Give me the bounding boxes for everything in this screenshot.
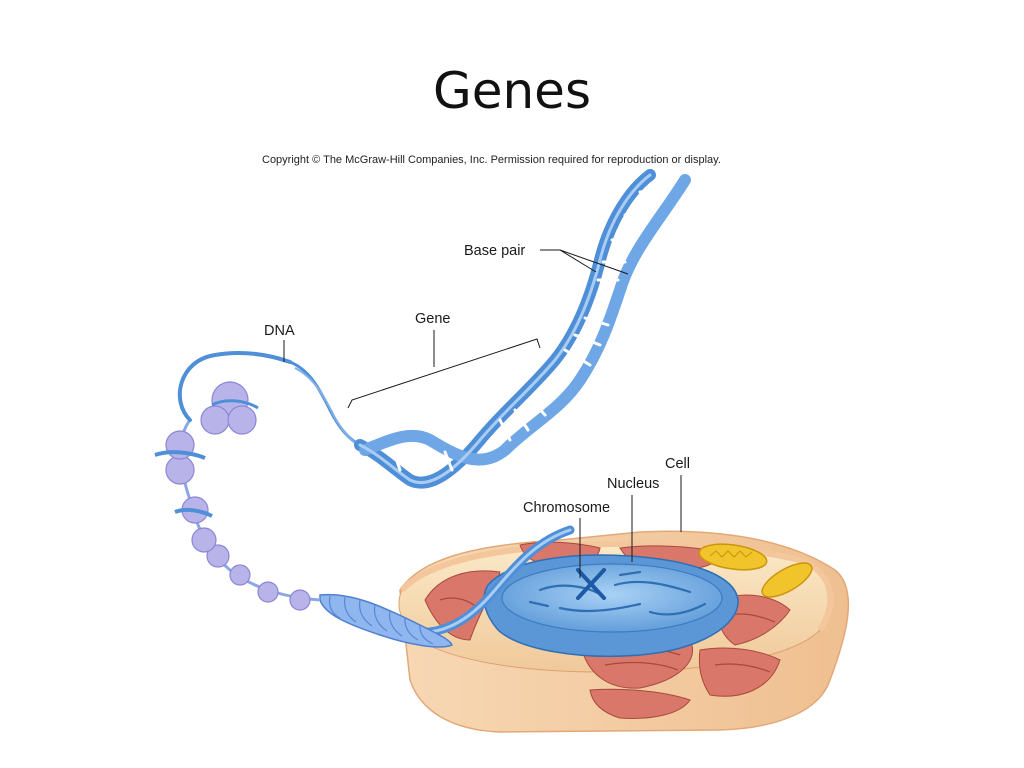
svg-text:Nucleus: Nucleus: [607, 476, 659, 492]
svg-text:Chromosome: Chromosome: [523, 500, 610, 516]
gene-bracket: [347, 338, 541, 409]
cell: [398, 530, 850, 733]
copyright-notice: Copyright © The McGraw-Hill Companies, I…: [262, 154, 721, 166]
label-gene: Gene: [347, 311, 541, 409]
label-cell: Cell: [665, 456, 690, 532]
slide-title: Genes: [432, 62, 591, 120]
svg-text:Cell: Cell: [665, 456, 690, 472]
nucleus: [483, 554, 739, 658]
dna-double-helix: [289, 169, 691, 489]
label-dna: DNA: [264, 323, 295, 362]
chromatin-fiber: [154, 351, 575, 648]
label-nucleus: Nucleus: [607, 476, 659, 562]
label-base-pair: Base pair: [464, 243, 629, 275]
svg-text:Gene: Gene: [415, 311, 450, 327]
label-chromosome: Chromosome: [523, 500, 610, 578]
chromosome: [576, 568, 606, 600]
base-pairs: [393, 188, 670, 472]
svg-text:DNA: DNA: [264, 323, 295, 339]
helix-strand-b: [359, 174, 691, 466]
svg-text:Base pair: Base pair: [464, 243, 525, 259]
solenoid-fiber: [319, 593, 453, 648]
